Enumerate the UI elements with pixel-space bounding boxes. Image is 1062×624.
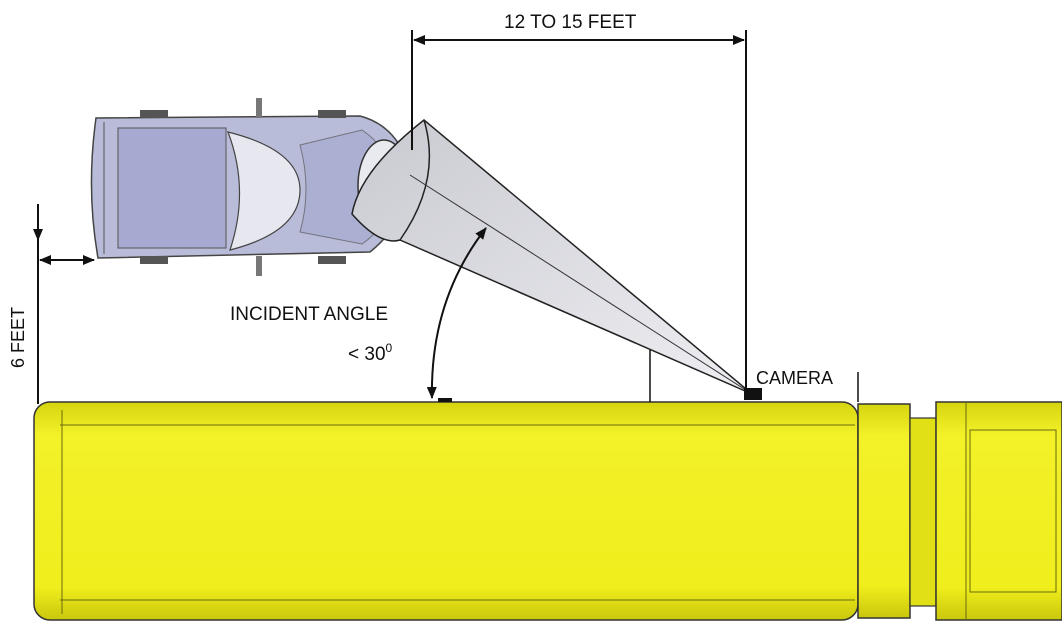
vehicle-tire-fl — [318, 256, 346, 264]
beam-mouth — [399, 119, 431, 241]
beam-cone — [351, 119, 753, 395]
vehicle-tire-rr — [140, 110, 168, 118]
vehicle-mirror-top — [256, 98, 262, 118]
trailer-marker — [438, 398, 452, 402]
cab-rear — [857, 403, 911, 619]
vehicle-mirror-bottom — [256, 256, 262, 276]
distance-dimension: 12 TO 15 FEET — [411, 12, 747, 392]
camera-beam — [351, 119, 753, 395]
offset-dimension: 6 FEET — [8, 204, 95, 404]
angle-label-line1: INCIDENT ANGLE — [230, 304, 388, 325]
beam-center-line — [409, 174, 753, 395]
camera-label: CAMERA — [756, 368, 833, 388]
incident-angle: INCIDENT ANGLE < 300 — [230, 227, 487, 399]
distance-label: 12 TO 15 FEET — [504, 12, 637, 33]
vehicle-roof — [117, 127, 227, 249]
vehicle-tire-fr — [318, 110, 346, 118]
angle-value: < 30 — [348, 344, 386, 365]
trailer-body — [33, 401, 859, 621]
angle-degree: 0 — [386, 341, 393, 355]
trailer-top-view — [33, 350, 1062, 621]
vehicle-tire-rl — [140, 256, 168, 264]
camera-block-icon — [744, 388, 762, 400]
cab-windshield — [969, 429, 1057, 593]
cab-front — [935, 401, 1062, 621]
angle-arc — [426, 227, 487, 399]
angle-label-line2: < 300 — [348, 341, 393, 365]
cab-hitch — [909, 417, 937, 607]
offset-label: 6 FEET — [8, 307, 28, 368]
vehicle-windshield — [227, 131, 301, 251]
